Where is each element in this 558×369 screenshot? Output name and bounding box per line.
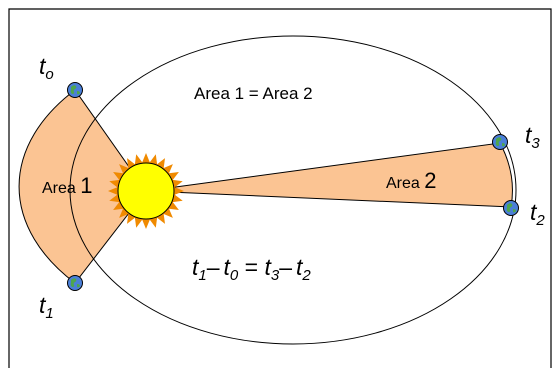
earth-ocean	[67, 82, 83, 98]
earth-ocean	[492, 134, 508, 150]
label-area-2: Area 2	[386, 168, 437, 193]
label-t2: t2	[530, 199, 545, 229]
sector-area-1	[18, 89, 147, 284]
sector-area-2	[145, 142, 513, 208]
earth-icon	[492, 134, 508, 150]
earth-land	[506, 203, 516, 213]
earth-land	[495, 137, 505, 147]
earth-ocean	[67, 275, 83, 291]
earth-icon	[67, 82, 83, 98]
earth-icon	[503, 200, 519, 216]
time-equation: t1–t0 = t3–t2	[192, 254, 311, 284]
label-t3: t3	[525, 122, 540, 152]
sun-icon	[108, 153, 184, 229]
earth-land	[70, 278, 80, 288]
earth-land	[70, 85, 80, 95]
diagram-frame	[8, 8, 552, 368]
label-t0: to	[39, 53, 54, 83]
label-t1: t1	[39, 292, 54, 322]
label-area-1: Area 1	[42, 173, 93, 198]
equal-areas-statement: Area 1 = Area 2	[194, 84, 313, 103]
earth-ocean	[503, 200, 519, 216]
earth-icon	[67, 275, 83, 291]
orbit-ellipse	[69, 35, 517, 345]
sun-disc	[117, 162, 175, 220]
